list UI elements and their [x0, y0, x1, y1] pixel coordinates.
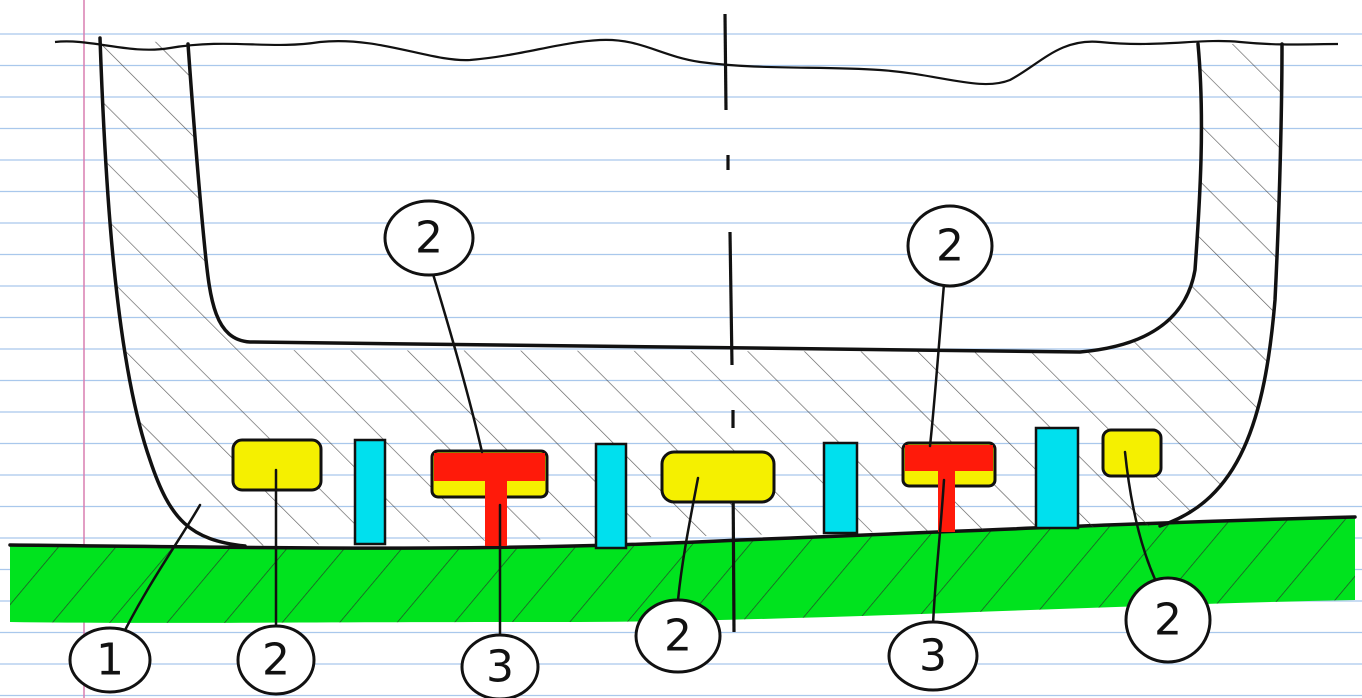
hull-outer-outline-right — [1158, 42, 1284, 528]
svg-text:2: 2 — [262, 635, 290, 686]
callout-2-top-right: 2 — [906, 204, 994, 288]
leader-lines — [118, 272, 1162, 642]
svg-text:1: 1 — [96, 635, 124, 686]
yellow-pad-center — [660, 450, 776, 504]
cyan-bar-4 — [1034, 426, 1080, 530]
svg-text:2: 2 — [936, 221, 964, 272]
yellow-pad-right — [1101, 428, 1163, 478]
t-insert-right — [901, 441, 997, 532]
svg-text:2: 2 — [664, 611, 692, 662]
cyan-bar-2 — [594, 442, 628, 550]
callout-2-bottom-left: 2 — [236, 624, 316, 696]
cyan-bar-3 — [822, 441, 859, 535]
svg-text:3: 3 — [486, 642, 514, 693]
svg-text:3: 3 — [919, 631, 947, 682]
callout-1: 1 — [68, 626, 152, 694]
top-wavy-line — [54, 38, 1339, 86]
svg-text:2: 2 — [415, 213, 443, 264]
hull-outer-outline — [98, 36, 247, 548]
cyan-bar-1 — [353, 438, 387, 546]
callout-3-left: 3 — [460, 633, 540, 698]
svg-text:2: 2 — [1154, 595, 1182, 646]
t-insert-left — [430, 449, 549, 546]
callout-2-bottom-center: 2 — [634, 598, 722, 674]
hull-inner-outline — [186, 42, 1204, 354]
callout-2-top-left: 2 — [383, 199, 475, 277]
callout-2-bottom-right: 2 — [1124, 576, 1212, 664]
callout-3-right: 3 — [887, 620, 979, 692]
